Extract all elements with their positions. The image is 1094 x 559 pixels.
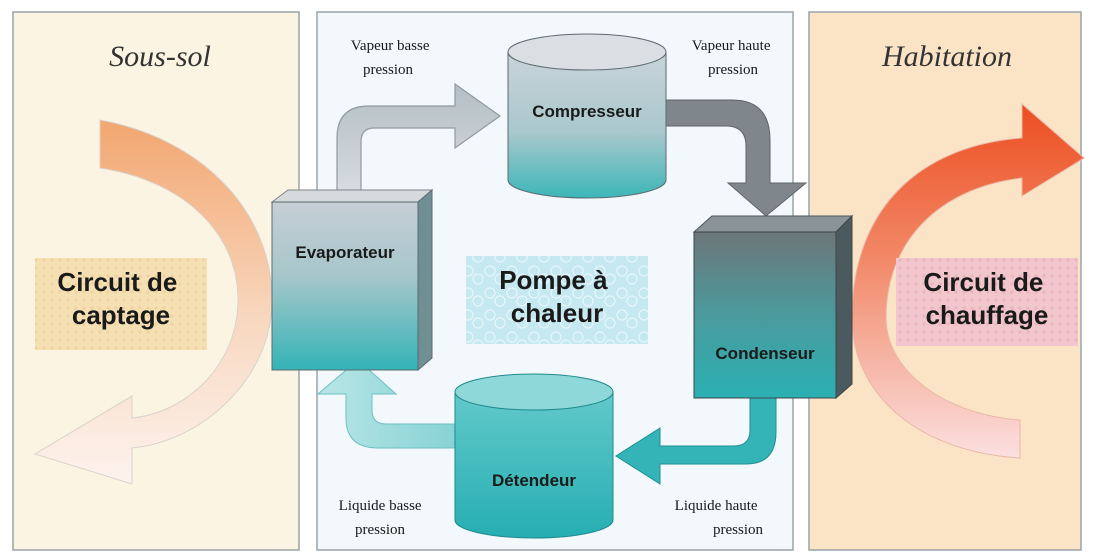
evaporator-top (270, 189, 434, 203)
compressor-label: Compresseur (532, 102, 642, 121)
compressor: Compresseur (507, 33, 667, 199)
low-pressure-liquid-label-line1: Liquide basse (339, 498, 422, 514)
low-pressure-liquid-label: Liquide basse pression (339, 498, 426, 538)
low-pressure-vapor-arrow (336, 82, 502, 197)
chauffage-arrow (851, 102, 1085, 459)
captage-label-box (35, 258, 207, 350)
condenser-side (835, 214, 853, 400)
evaporator-front (271, 201, 419, 371)
high-pressure-vapor-label: Vapeur haute pression (692, 38, 774, 78)
compressor-body (507, 51, 667, 199)
high-pressure-liquid-label-line1: Liquide haute (675, 498, 758, 514)
captage-label: Circuit de captage (57, 267, 184, 330)
expansion-valve-body (454, 391, 614, 539)
low-pressure-liquid-label-line2: pression (355, 522, 405, 538)
high-pressure-liquid-label: Liquide haute pression (675, 498, 764, 538)
condenser-label: Condenseur (715, 344, 815, 363)
captage-label-line2: captage (72, 300, 170, 330)
evaporator-label: Evaporateur (295, 243, 395, 262)
expansion-valve-top (454, 373, 614, 411)
low-pressure-vapor-label: Vapeur basse pression (351, 38, 433, 78)
zone-title-sous-sol: Sous-sol (109, 40, 211, 73)
chauffage-label-box (896, 258, 1078, 346)
expansion-valve: Détendeur (454, 373, 614, 539)
pompe-label-line2: chaleur (511, 298, 604, 328)
compressor-top (507, 33, 667, 71)
low-pressure-vapor-label-line1: Vapeur basse (351, 38, 430, 54)
pompe-label-line1: Pompe à (499, 265, 608, 295)
chauffage-label-line2: chauffage (926, 300, 1049, 330)
zone-title-habitation: Habitation (881, 40, 1012, 73)
condenser-front (693, 231, 837, 399)
chauffage-label-line1: Circuit de (923, 267, 1043, 297)
pompe-label: Pompe à chaleur (499, 265, 615, 328)
evaporator-side (417, 188, 433, 372)
low-pressure-liquid-arrow (316, 359, 459, 449)
high-pressure-liquid-arrow (615, 391, 777, 485)
expansion-valve-label: Détendeur (492, 471, 576, 490)
high-pressure-vapor-label-line2: pression (708, 62, 758, 78)
low-pressure-vapor-label-line2: pression (363, 62, 413, 78)
high-pressure-liquid-label-line2: pression (713, 522, 763, 538)
condenser: Condenseur (692, 214, 854, 400)
captage-label-line1: Circuit de (57, 267, 177, 297)
evaporator: Evaporateur (270, 188, 434, 372)
condenser-top (692, 215, 854, 233)
high-pressure-vapor-label-line1: Vapeur haute (692, 38, 771, 54)
pompe-label-box (466, 256, 648, 344)
captage-arrow (33, 119, 273, 485)
chauffage-label: Circuit de chauffage (923, 267, 1050, 330)
